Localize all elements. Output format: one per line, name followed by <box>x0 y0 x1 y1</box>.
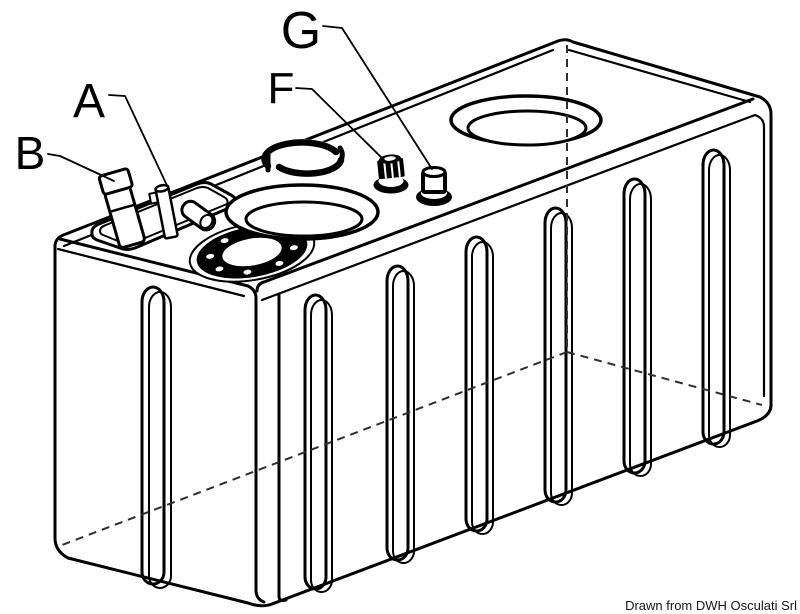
pipe-a <box>148 183 179 240</box>
fitting-g <box>416 166 452 206</box>
label-g: G <box>281 2 321 60</box>
leader-b <box>47 153 115 182</box>
hidden-edges <box>61 45 763 546</box>
leader-a <box>108 94 172 195</box>
tray-nozzle <box>180 199 217 232</box>
credit-text: Drawn from DWH Osculati Srl <box>625 598 797 613</box>
label-b: B <box>15 127 46 179</box>
fitting-f <box>373 154 409 194</box>
filler-cap <box>261 139 345 177</box>
leader-lines <box>47 25 433 195</box>
inspection-opening <box>449 94 603 147</box>
leader-g <box>322 25 433 170</box>
callout-labels: A B F G <box>15 2 322 179</box>
tank-edges <box>56 48 766 604</box>
pipe-b <box>97 167 146 249</box>
label-a: A <box>73 75 105 128</box>
leader-f <box>295 87 387 163</box>
label-f: F <box>268 64 295 113</box>
tank-grooves <box>140 148 731 593</box>
filler-neck-opening <box>224 183 380 241</box>
